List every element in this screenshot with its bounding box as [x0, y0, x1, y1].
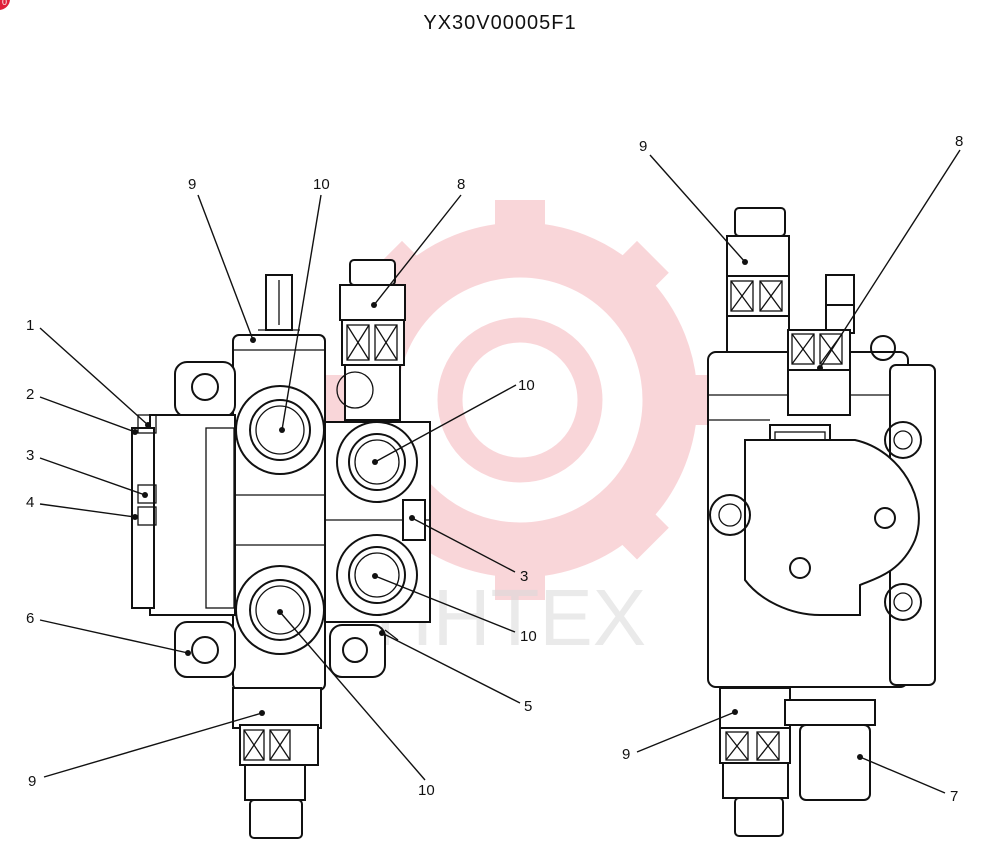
- callout-left-10-right-lower: 10: [520, 628, 537, 645]
- callout-left-1: 1: [26, 317, 34, 334]
- callout-right-8: 8: [955, 133, 963, 150]
- callout-left-4: 4: [26, 494, 34, 511]
- corner-badge: 0: [0, 0, 10, 10]
- callout-labels: 9 10 8 1 2 3 4 10 3 6 10 5 9 10 9 8 9 7: [26, 133, 963, 805]
- right-valve-view: [707, 207, 936, 837]
- callout-left-6: 6: [26, 610, 34, 627]
- callout-left-9-top: 9: [188, 176, 196, 193]
- callout-left-10-right-upper: 10: [518, 377, 535, 394]
- callout-left-3-right: 3: [520, 568, 528, 585]
- callout-left-9-bottom: 9: [28, 773, 36, 790]
- leader-lines: [39, 149, 961, 794]
- callout-left-2: 2: [26, 386, 34, 403]
- callout-left-10-bottom: 10: [418, 782, 435, 799]
- callout-left-3: 3: [26, 447, 34, 464]
- callout-left-5: 5: [524, 698, 532, 715]
- callout-left-10-top: 10: [313, 176, 330, 193]
- drawing-title: YX30V00005F1: [423, 12, 577, 34]
- left-valve-view: [131, 259, 431, 839]
- callout-left-8: 8: [457, 176, 465, 193]
- callout-right-7: 7: [950, 788, 958, 805]
- callout-right-9-bottom: 9: [622, 746, 630, 763]
- callout-right-9-top: 9: [639, 138, 647, 155]
